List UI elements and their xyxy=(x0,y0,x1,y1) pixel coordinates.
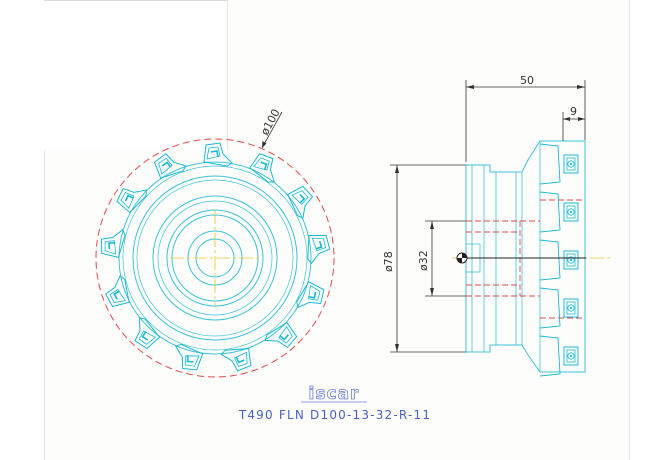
cutter-tooth xyxy=(307,234,331,265)
cutter-tooth xyxy=(174,343,204,371)
cutter-tooth xyxy=(296,281,325,309)
side-view xyxy=(452,140,610,377)
length-50-dimension xyxy=(465,80,586,162)
diameter-100-dimension: ø100 xyxy=(258,107,283,149)
side-insert xyxy=(539,239,579,281)
cutter-tooth xyxy=(249,153,275,183)
diameter-32-label: ø32 xyxy=(417,250,430,271)
cutter-tooth xyxy=(116,187,148,214)
length-50-label: 50 xyxy=(520,74,534,87)
corner-rule-horizontal xyxy=(44,0,228,1)
corner-rule-vertical xyxy=(227,0,228,150)
cutter-tooth xyxy=(105,275,130,308)
side-insert xyxy=(539,143,579,185)
depth-9-label: 9 xyxy=(570,105,577,118)
body-face-circle-1 xyxy=(132,175,298,341)
body-contour-outer xyxy=(118,161,312,355)
center-hole-icon xyxy=(456,252,468,264)
cutter-tooth xyxy=(287,185,314,219)
cutter-tooth xyxy=(100,228,126,258)
side-inserts xyxy=(539,143,579,377)
side-insert xyxy=(539,191,579,233)
cutting-diameter-circle xyxy=(95,138,335,378)
body-face-circle-3 xyxy=(152,195,278,321)
diameter-78-label: ø78 xyxy=(382,251,395,272)
body-outline xyxy=(465,140,586,373)
side-insert xyxy=(539,287,579,329)
front-view xyxy=(95,138,335,378)
body-face-circle-2 xyxy=(136,179,294,337)
side-insert xyxy=(539,335,579,377)
iscar-logo-icon: iscar xyxy=(301,384,367,404)
cutter-teeth xyxy=(100,142,331,372)
cutter-tooth xyxy=(134,317,161,350)
body-contour-1 xyxy=(122,165,308,351)
cutter-tooth xyxy=(153,153,187,179)
depth-9-dimension xyxy=(562,112,585,141)
diameter-32-dimension xyxy=(425,220,466,297)
cutter-tooth xyxy=(220,348,252,372)
cutter-tooth xyxy=(264,321,298,349)
corner-mask xyxy=(0,0,228,150)
logo-text: iscar xyxy=(309,384,360,404)
body-face-circle-4 xyxy=(157,200,273,316)
diameter-100-label: ø100 xyxy=(258,107,282,138)
cutter-tooth xyxy=(203,142,233,167)
drawing-caption: T490 FLN D100-13-32-R-11 xyxy=(238,408,432,422)
diameter-78-dimension xyxy=(390,164,466,353)
